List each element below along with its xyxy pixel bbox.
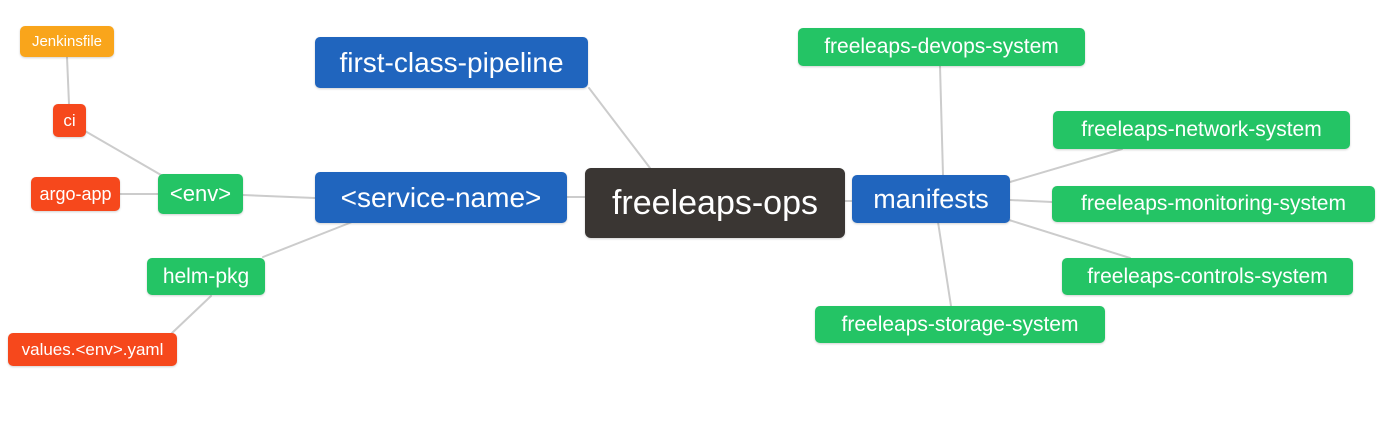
node-freeleaps-ops[interactable]: freeleaps-ops (585, 168, 845, 238)
connector-manifests-network (1009, 148, 1123, 183)
node-first-class-pipeline[interactable]: first-class-pipeline (315, 37, 588, 88)
connector-manifests-controls (1008, 219, 1131, 259)
connector-env-servicename (242, 194, 316, 199)
connector-manifests-monitoring (1009, 199, 1053, 203)
node-manifests[interactable]: manifests (852, 175, 1010, 223)
connector-jenkinsfile-ci (66, 56, 70, 105)
node-freeleaps-devops-system[interactable]: freeleaps-devops-system (798, 28, 1085, 66)
connector-manifests-devops (939, 65, 944, 176)
node-freeleaps-monitoring-system[interactable]: freeleaps-monitoring-system (1052, 186, 1375, 222)
node-service-name[interactable]: <service-name> (315, 172, 567, 223)
node-argo-app[interactable]: argo-app (31, 177, 120, 211)
node-jenkinsfile[interactable]: Jenkinsfile (20, 26, 114, 57)
connector-ci-env (84, 130, 162, 176)
node-freeleaps-network-system[interactable]: freeleaps-network-system (1053, 111, 1350, 149)
node-freeleaps-storage-system[interactable]: freeleaps-storage-system (815, 306, 1105, 343)
node-ci[interactable]: ci (53, 104, 86, 137)
node-helm-pkg[interactable]: helm-pkg (147, 258, 265, 295)
connector-pipeline-root (588, 87, 651, 169)
node-env[interactable]: <env> (158, 174, 243, 214)
connector-helmpkg-servicename (262, 221, 353, 258)
node-values-env-yaml[interactable]: values.<env>.yaml (8, 333, 177, 366)
node-freeleaps-controls-system[interactable]: freeleaps-controls-system (1062, 258, 1353, 295)
connector-values-helmpkg (171, 295, 212, 334)
connector-manifests-storage (937, 221, 952, 307)
